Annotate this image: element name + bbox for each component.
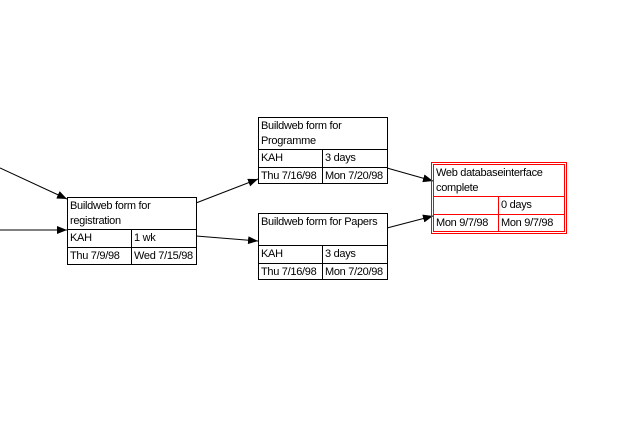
task-start: Thu 7/16/98 xyxy=(259,264,323,280)
task-duration: 3 days xyxy=(325,152,356,164)
task-duration: 0 days xyxy=(501,199,532,211)
task-resource xyxy=(434,197,499,214)
arrow-reg-to-papers xyxy=(195,235,259,245)
arrow-programme-to-complete xyxy=(386,167,434,183)
task-resource: KAH xyxy=(259,150,323,167)
task-duration: 1 wk xyxy=(134,232,156,244)
task-name: Buildweb form for Papers xyxy=(259,214,387,246)
task-name: Buildweb form for Programme xyxy=(259,118,387,150)
task-finish: Mon 9/7/98 xyxy=(501,217,554,229)
milestone-node-complete[interactable]: Web databaseinterface complete 0 days Mo… xyxy=(431,162,567,234)
task-resource: KAH xyxy=(68,230,132,247)
task-start: Thu 7/16/98 xyxy=(259,168,323,184)
arrow-reg-to-programme xyxy=(195,178,259,204)
task-name: Buildweb form for registration xyxy=(68,198,196,230)
arrow-in-1 xyxy=(0,167,68,200)
task-start: Mon 9/7/98 xyxy=(434,215,499,231)
arrow-papers-to-complete xyxy=(386,214,434,229)
task-start: Thu 7/9/98 xyxy=(68,248,132,264)
task-resource: KAH xyxy=(259,246,323,263)
task-finish: Mon 7/20/98 xyxy=(325,266,383,278)
task-duration: 3 days xyxy=(325,248,356,260)
task-finish: Mon 7/20/98 xyxy=(325,170,383,182)
task-finish: Wed 7/15/98 xyxy=(134,250,193,262)
task-name: Web databaseinterface complete xyxy=(434,165,564,197)
